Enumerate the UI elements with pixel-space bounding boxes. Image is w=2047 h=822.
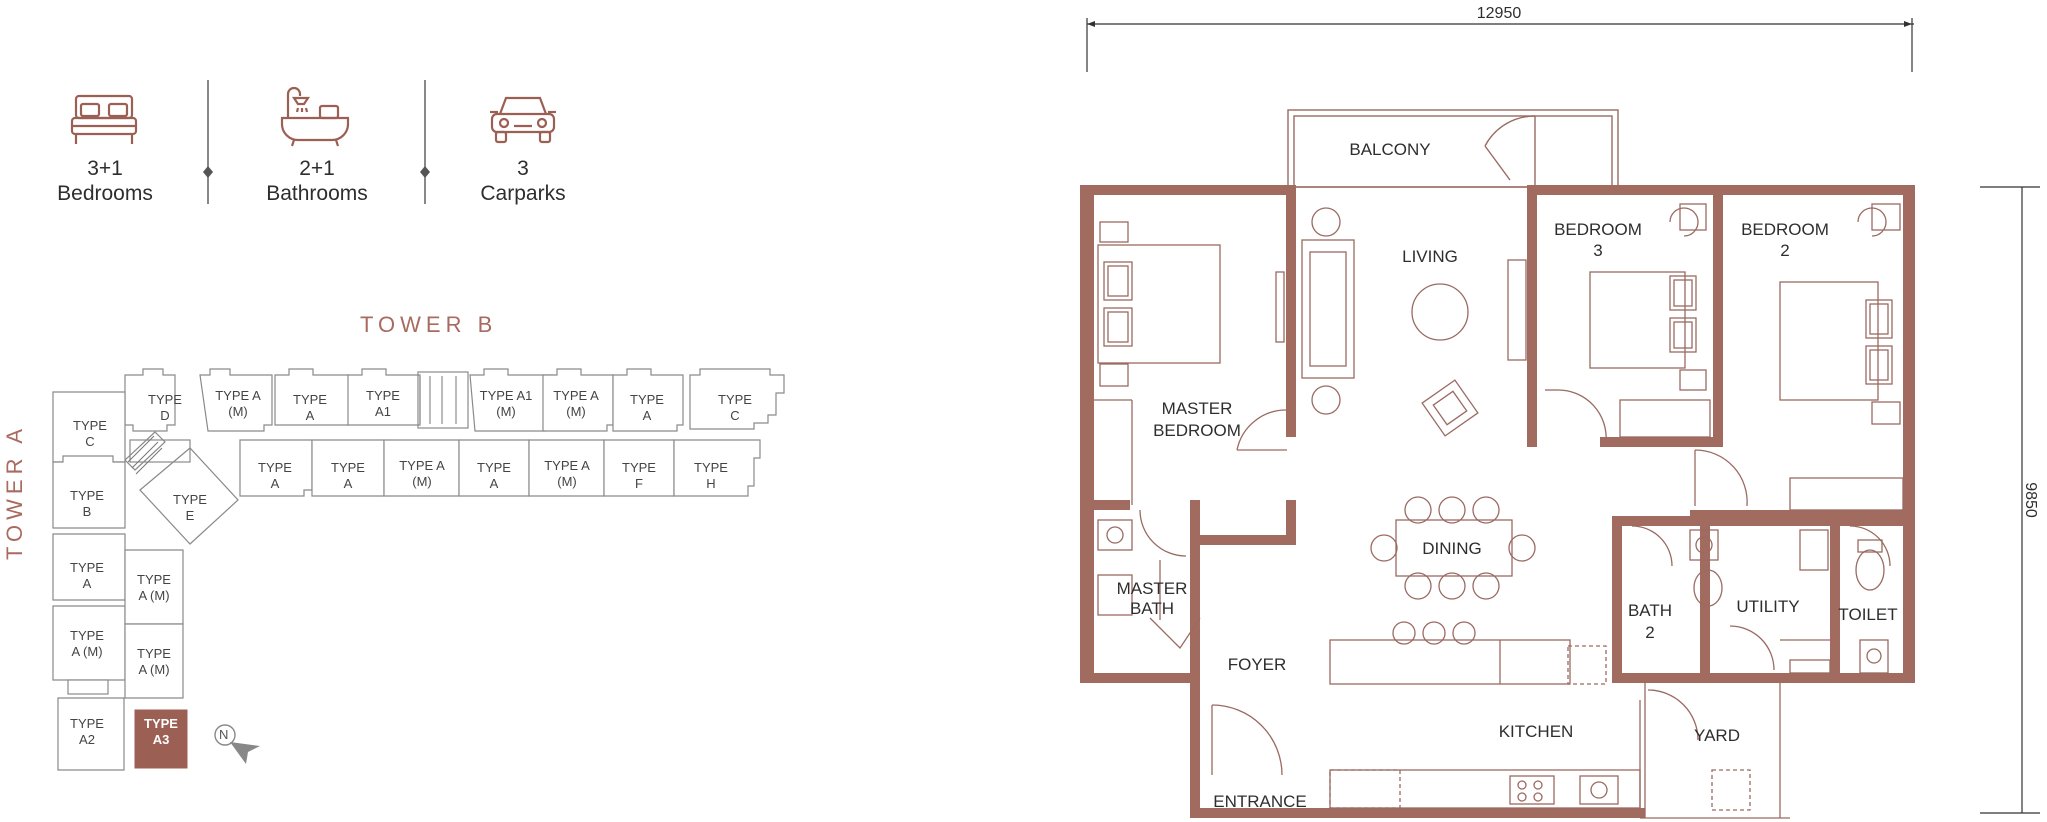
room-label-balcony: BALCONY [1349, 140, 1430, 159]
room-label-bath2: BATH [1628, 601, 1672, 620]
furniture [1094, 203, 1904, 819]
room-label-yard: YARD [1694, 726, 1740, 745]
room-label-bedroom2-num: 2 [1780, 241, 1789, 260]
carparks-feature: 3 Carparks [433, 156, 613, 206]
room-label-toilet: TOILET [1838, 605, 1897, 624]
floor-plan: BALCONY LIVING BEDROOM 3 BEDROOM 2 MASTE… [1080, 5, 2040, 819]
bedrooms-value: 3+1 [87, 157, 123, 180]
feature-dividers [203, 80, 430, 204]
key-plan [52, 368, 785, 771]
room-label-master-bath-2: BATH [1130, 599, 1174, 618]
dimension-lines [1086, 18, 2040, 814]
carparks-label: Carparks [480, 182, 566, 205]
room-label-bath2-num: 2 [1645, 623, 1654, 642]
bathrooms-value: 2+1 [299, 157, 335, 180]
bathtub-shower-icon [280, 86, 350, 147]
bedrooms-feature: 3+1 Bedrooms [15, 156, 195, 206]
walls [1080, 185, 1915, 818]
room-label-bedroom3: BEDROOM [1554, 220, 1642, 239]
north-arrow-icon [214, 724, 260, 764]
tower-b-label: TOWER B [360, 312, 498, 337]
height-dimension: 9850 [2022, 482, 2039, 518]
bedrooms-label: Bedrooms [57, 182, 153, 205]
room-label-bedroom3-num: 3 [1593, 241, 1602, 260]
carparks-value: 3 [517, 157, 529, 180]
balcony-outline [1287, 109, 1619, 188]
unit-label: TYPE A(M) [215, 388, 261, 419]
unit-label: TYPE A1(M) [479, 388, 533, 419]
width-dimension: 12950 [1477, 5, 1522, 22]
room-label-master: MASTER [1162, 399, 1233, 418]
room-label-entrance: ENTRANCE [1213, 792, 1307, 811]
room-label-living: LIVING [1402, 247, 1458, 266]
bed-icon [70, 94, 138, 144]
bathrooms-label: Bathrooms [266, 182, 368, 205]
unit-label: TYPE A(M) [544, 458, 590, 489]
room-label-utility: UTILITY [1736, 597, 1799, 616]
room-label-dining: DINING [1422, 539, 1482, 558]
north-label: N [219, 727, 229, 742]
room-label-kitchen: KITCHEN [1499, 722, 1574, 741]
highlight-unit-a3 [134, 709, 188, 769]
room-label-master-2: BEDROOM [1153, 421, 1241, 440]
bathrooms-feature: 2+1 Bathrooms [227, 156, 407, 206]
room-label-master-bath: MASTER [1117, 579, 1188, 598]
room-label-bedroom2: BEDROOM [1741, 220, 1829, 239]
unit-label: TYPE A(M) [553, 388, 599, 419]
unit-label: TYPE A(M) [399, 458, 445, 489]
car-icon [490, 96, 556, 144]
room-label-foyer: FOYER [1228, 655, 1287, 674]
